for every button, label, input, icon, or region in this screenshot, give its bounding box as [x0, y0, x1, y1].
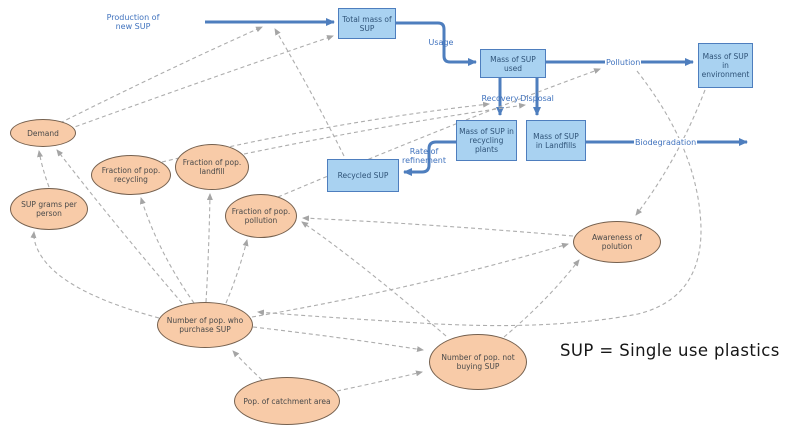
variable-pop-of-catchment-area[interactable]: Pop. of catchment area [234, 377, 340, 425]
variable-number-of-pop-who-purchase-sup[interactable]: Number of pop. who purchase SUP [157, 302, 253, 348]
flow-label-disposal: Disposal [520, 94, 554, 103]
link-supgrams-to-demand [37, 150, 50, 188]
stock-mass-of-sup-used[interactable]: Mass of SUP used [480, 49, 546, 78]
link-purchase-to-pollutionfrac [225, 239, 249, 304]
link-purchase-to-awareness [251, 242, 569, 318]
link-purchase-to-notbuying [252, 326, 424, 353]
flow-label-biodegradation: Biodegradation [634, 138, 698, 148]
flow-refinement-pipe [403, 140, 456, 176]
variable-sup-grams-per-person[interactable]: SUP grams per person [10, 188, 88, 230]
variable-fraction-of-pop-landfill[interactable]: Fraction of pop. landfill [175, 144, 249, 190]
stock-mass-of-sup-in-recycling-plants[interactable]: Mass of SUP in recycling plants [456, 120, 517, 161]
link-purchase-to-supgrams [30, 231, 160, 319]
link-demand-to-production [59, 26, 263, 124]
sup-legend-note: SUP = Single use plastics [560, 341, 780, 360]
link-awareness-to-pollutionfrac [302, 215, 574, 237]
link-recycled-to-production [274, 28, 345, 157]
link-pollution-to-purchase-loop [257, 70, 702, 327]
link-catchment-to-notbuying [336, 370, 423, 392]
flow-label-production: Production of new SUP [106, 13, 160, 32]
link-purchase-to-recyclingfrac [139, 197, 195, 304]
flow-label-usage: Usage [428, 38, 454, 47]
flow-label-recovery: Recovery [481, 94, 519, 103]
variable-awareness-of-polution[interactable]: Awareness of polution [573, 221, 661, 263]
flow-label-rate-of-refinement: Rate of refinement [402, 147, 446, 166]
variable-number-of-pop-not-buying-sup[interactable]: Number of pop. not buying SUP [429, 334, 527, 390]
link-catchment-to-purchase [232, 350, 263, 381]
stock-mass-of-sup-in-landfills[interactable]: Mass of SUP in Landfills [526, 120, 586, 161]
variable-fraction-of-pop-recycling[interactable]: Fraction of pop. recycling [91, 155, 171, 195]
link-purchase-to-landfillfrac [205, 193, 213, 303]
link-notbuying-to-pollutionfrac [301, 221, 447, 337]
flow-label-pollution: Pollution [605, 58, 642, 68]
link-pollutionfrac-to-pollution [277, 68, 601, 198]
stock-total-mass-of-sup[interactable]: Total mass of SUP [338, 8, 396, 39]
stock-mass-of-sup-in-environment[interactable]: Mass of SUP in environment [698, 43, 753, 88]
variable-demand[interactable]: Demand [10, 119, 76, 147]
link-notbuying-to-awareness [503, 259, 580, 338]
link-purchase-to-demand [56, 149, 183, 304]
flow-usage-pipe [396, 21, 477, 66]
link-environment-to-awareness [635, 89, 706, 216]
stock-recycled-sup[interactable]: Recycled SUP [327, 159, 399, 192]
link-demand-to-totalmass [68, 35, 334, 130]
variable-fraction-of-pop-pollution[interactable]: Fraction of pop. pollution [225, 194, 297, 238]
